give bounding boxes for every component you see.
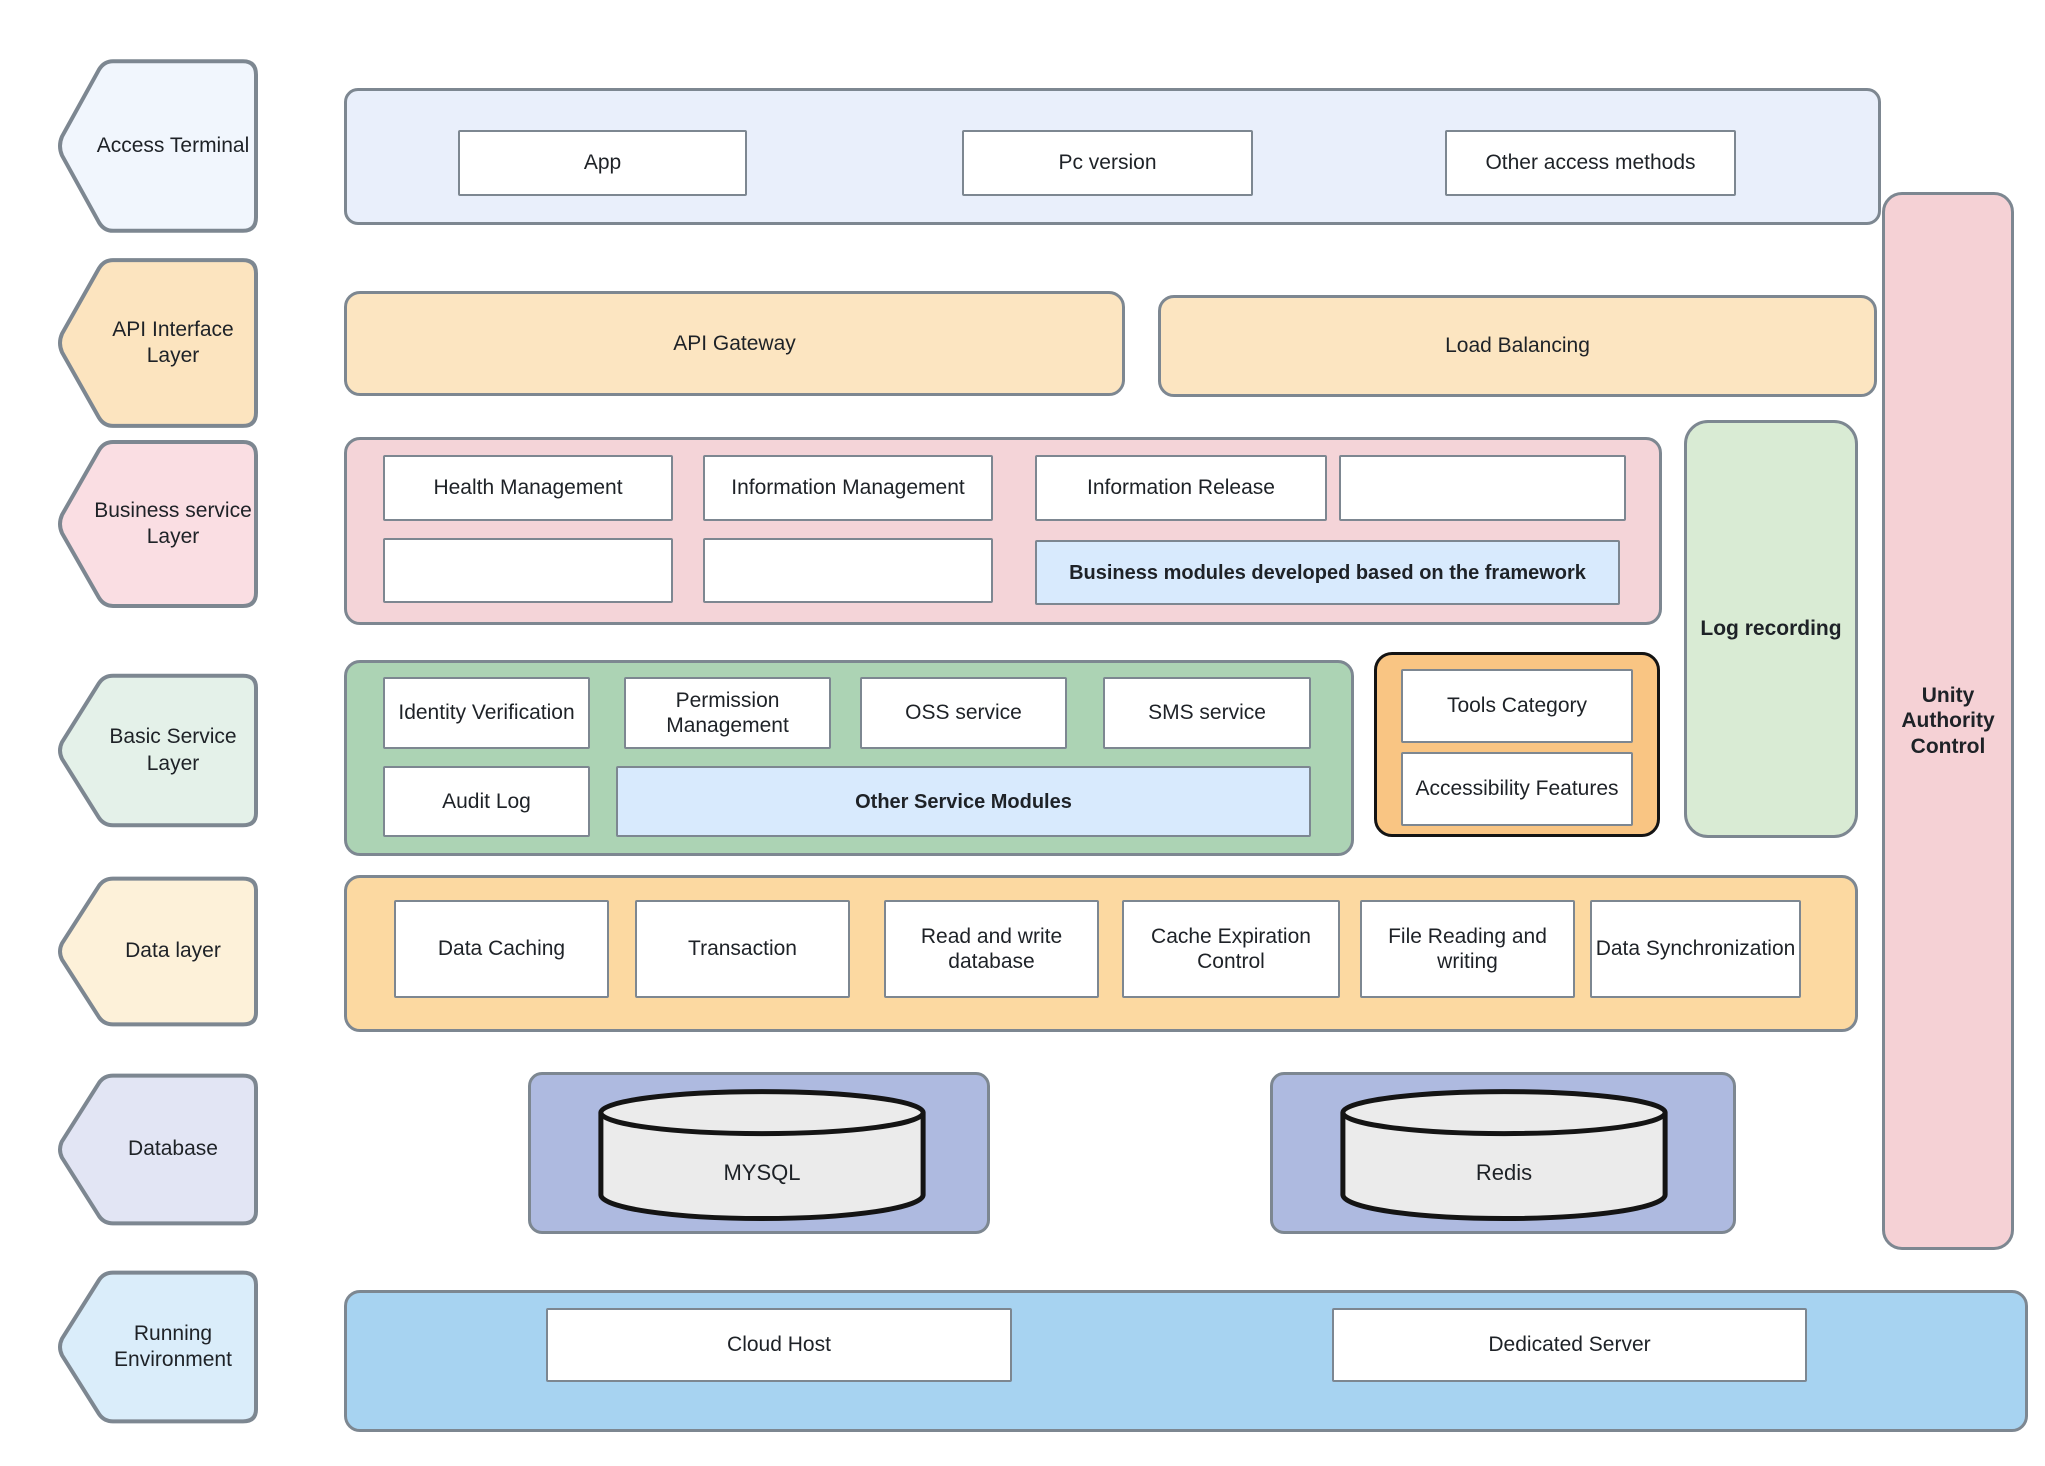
mysql-cylinder: MYSQL — [595, 1087, 929, 1224]
layer-hex-business-service: Business service Layer — [55, 438, 267, 610]
hexagon-shape-icon — [55, 875, 267, 1028]
box-data-caching: Data Caching — [394, 900, 609, 998]
box-other-service-modules: Other Service Modules — [616, 766, 1311, 837]
box-pc-version: Pc version — [962, 130, 1253, 196]
box-api-gateway: API Gateway — [344, 291, 1125, 396]
hexagon-shape-icon — [55, 1072, 267, 1227]
layer-label: Running Environment — [114, 1321, 232, 1371]
hexagon-shape-icon — [55, 438, 267, 610]
box-transaction: Transaction — [635, 900, 850, 998]
redis-container: Redis — [1270, 1072, 1736, 1234]
mysql-label: MYSQL — [723, 1159, 801, 1185]
box-health-management: Health Management — [383, 455, 673, 521]
empty-module-box — [1339, 455, 1626, 521]
box-cloud-host: Cloud Host — [546, 1308, 1012, 1382]
box-unity-authority-control: Unity Authority Control — [1882, 192, 2014, 1250]
layer-hex-data-layer: Data layer — [55, 875, 267, 1028]
layer-hex-database: Database — [55, 1072, 267, 1227]
box-file-reading-writing: File Reading and writing — [1360, 900, 1575, 998]
box-audit-log: Audit Log — [383, 766, 590, 837]
hexagon-shape-icon — [55, 256, 267, 430]
box-sms-service: SMS service — [1103, 677, 1311, 749]
layer-hex-running-environment: Running Environment — [55, 1269, 267, 1425]
box-log-recording: Log recording — [1684, 420, 1858, 838]
box-cache-expiration-control: Cache Expiration Control — [1122, 900, 1340, 998]
layer-label: API Interface Layer — [112, 317, 234, 367]
redis-cylinder: Redis — [1337, 1087, 1671, 1224]
box-other-access-methods: Other access methods — [1445, 130, 1736, 196]
box-dedicated-server: Dedicated Server — [1332, 1308, 1807, 1382]
box-information-management: Information Management — [703, 455, 993, 521]
layer-hex-api-interface: API Interface Layer — [55, 256, 267, 430]
mysql-container: MYSQL — [528, 1072, 990, 1234]
box-identity-verification: Identity Verification — [383, 677, 590, 749]
layer-hex-basic-service: Basic Service Layer — [55, 672, 267, 829]
empty-module-box — [383, 538, 673, 603]
box-permission-management: Permission Management — [624, 677, 831, 749]
box-business-modules-framework: Business modules developed based on the … — [1035, 540, 1620, 605]
empty-module-box — [703, 538, 993, 603]
hexagon-shape-icon — [55, 57, 267, 235]
layer-label: Data layer — [125, 939, 221, 963]
database-cylinder-icon — [595, 1087, 929, 1224]
layer-label: Access Terminal — [96, 133, 250, 157]
box-information-release: Information Release — [1035, 455, 1327, 521]
box-oss-service: OSS service — [860, 677, 1067, 749]
box-load-balancing: Load Balancing — [1158, 295, 1877, 397]
box-data-synchronization: Data Synchronization — [1590, 900, 1801, 998]
box-app: App — [458, 130, 747, 196]
hexagon-shape-icon — [55, 1269, 267, 1425]
box-read-write-database: Read and write database — [884, 900, 1099, 998]
layer-label: Business service Layer — [94, 498, 252, 548]
redis-label: Redis — [1475, 1159, 1533, 1185]
layer-label: Basic Service Layer — [109, 725, 237, 775]
box-tools-category: Tools Category — [1401, 669, 1633, 743]
layer-hex-access-terminal: Access Terminal — [55, 57, 267, 235]
hexagon-shape-icon — [55, 672, 267, 829]
layer-label: Database — [128, 1137, 218, 1161]
box-accessibility-features: Accessibility Features — [1401, 752, 1633, 826]
database-cylinder-icon — [1337, 1087, 1671, 1224]
